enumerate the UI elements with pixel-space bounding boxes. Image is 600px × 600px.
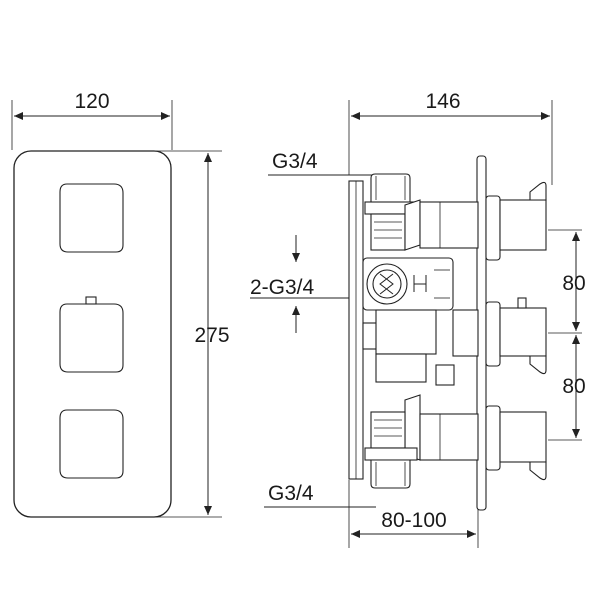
height-label: 275 (194, 324, 229, 347)
bottom-inlet-label: G3/4 (268, 482, 314, 505)
middle-handle-assembly (452, 297, 547, 375)
side-view: 146 G3/4 2-G3/4 G3/4 80-100 (250, 90, 586, 548)
depth-label: 146 (425, 90, 460, 113)
side-outlets-label: 2-G3/4 (250, 276, 315, 299)
bottom-inlet-fitting (364, 394, 421, 489)
top-inlet-fitting (364, 173, 421, 251)
width-dimension: 120 (11, 90, 173, 150)
diverter-valve (362, 257, 455, 386)
bottom-handle-assembly (419, 405, 547, 481)
height-dimension: 275 (150, 150, 230, 518)
spacing-lower-label: 80 (562, 375, 585, 398)
spacing-dimensions: 80 80 (548, 229, 586, 441)
control-button-middle (59, 296, 124, 373)
bottom-inlet-callout: G3/4 (264, 482, 376, 508)
wall-depth-dimension: 80-100 (348, 480, 479, 548)
top-inlet-callout: G3/4 (268, 150, 376, 176)
width-label: 120 (74, 90, 109, 113)
side-outlets-callout: 2-G3/4 (250, 235, 362, 333)
control-button-bottom (59, 409, 124, 479)
front-view: 120 275 (11, 90, 230, 518)
control-button-top (59, 183, 124, 253)
wall-depth-label: 80-100 (381, 509, 446, 532)
depth-dimension: 146 (348, 90, 553, 185)
spacing-upper-label: 80 (562, 272, 585, 295)
top-handle-assembly (419, 181, 547, 261)
indicator-tab (85, 296, 97, 305)
top-inlet-label: G3/4 (272, 150, 318, 173)
